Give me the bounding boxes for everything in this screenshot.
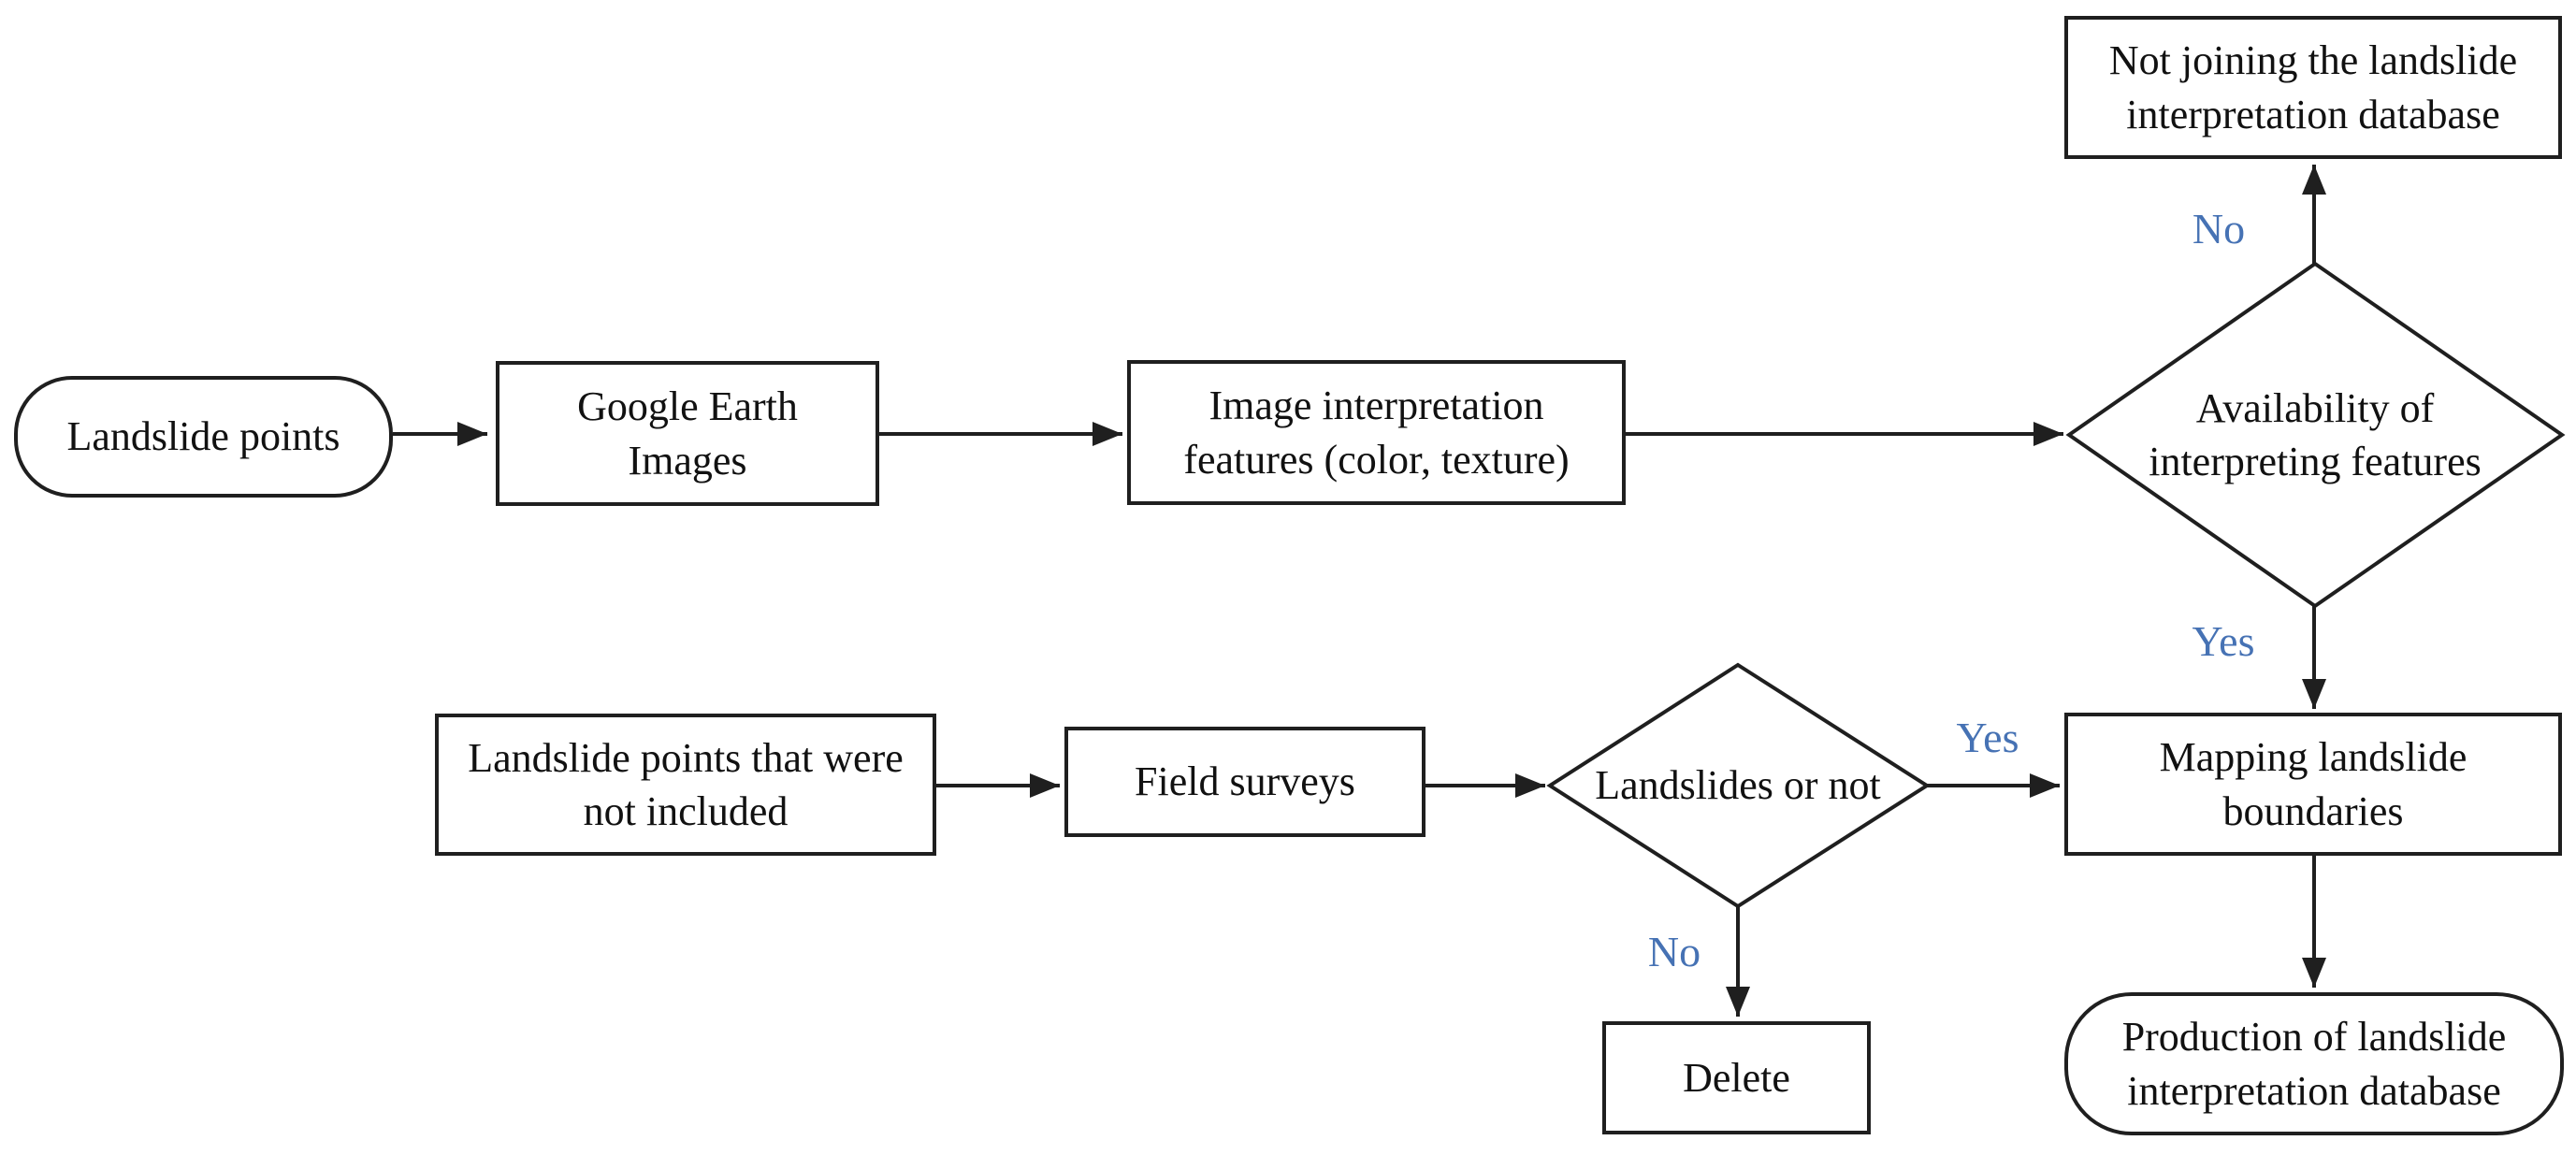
node-mapping-landslide-boundaries: Mapping landslide boundaries bbox=[2064, 713, 2562, 856]
node-landslide-points-label: Landslide points bbox=[66, 413, 340, 460]
node-landslide-points-not-included: Landslide points that were not included bbox=[435, 714, 936, 856]
node-production-database-label: Production of landslide interpretation d… bbox=[2121, 1014, 2507, 1114]
node-not-joining-database-label: Not joining the landslide interpretation… bbox=[2108, 37, 2518, 137]
node-landslides-or-not-decision: Landslides or not bbox=[1541, 725, 1934, 846]
node-google-earth-images: Google Earth Images bbox=[496, 361, 879, 506]
node-delete-label: Delete bbox=[1683, 1054, 1790, 1101]
node-mapping-landslide-boundaries-label: Mapping landslide boundaries bbox=[2159, 734, 2467, 834]
node-landslide-points-not-included-label: Landslide points that were not included bbox=[468, 734, 904, 834]
node-availability-decision-label: Availability of interpreting features bbox=[2149, 384, 2482, 484]
node-delete: Delete bbox=[1602, 1021, 1871, 1134]
node-image-interpretation-features-label: Image interpretation features (color, te… bbox=[1183, 383, 1570, 483]
edge-label-availability-yes: Yes bbox=[2192, 617, 2255, 665]
node-landslide-points: Landslide points bbox=[14, 376, 393, 498]
node-production-database: Production of landslide interpretation d… bbox=[2064, 992, 2564, 1135]
node-not-joining-database: Not joining the landslide interpretation… bbox=[2064, 16, 2562, 159]
node-field-surveys-label: Field surveys bbox=[1135, 758, 1355, 805]
edge-label-landslides-yes: Yes bbox=[1956, 714, 2019, 761]
node-field-surveys: Field surveys bbox=[1064, 727, 1425, 837]
availability-diamond-shape bbox=[2065, 261, 2566, 609]
edge-label-landslides-no: No bbox=[1647, 928, 1701, 975]
node-google-earth-images-label: Google Earth Images bbox=[577, 383, 798, 484]
node-image-interpretation-features: Image interpretation features (color, te… bbox=[1127, 360, 1626, 505]
edge-label-availability-no: No bbox=[2192, 205, 2246, 253]
node-availability-decision: Availability of interpreting features bbox=[2119, 374, 2511, 496]
node-landslides-or-not-decision-label: Landslides or not bbox=[1595, 762, 1881, 809]
landslides-diamond-shape bbox=[1546, 662, 1931, 909]
